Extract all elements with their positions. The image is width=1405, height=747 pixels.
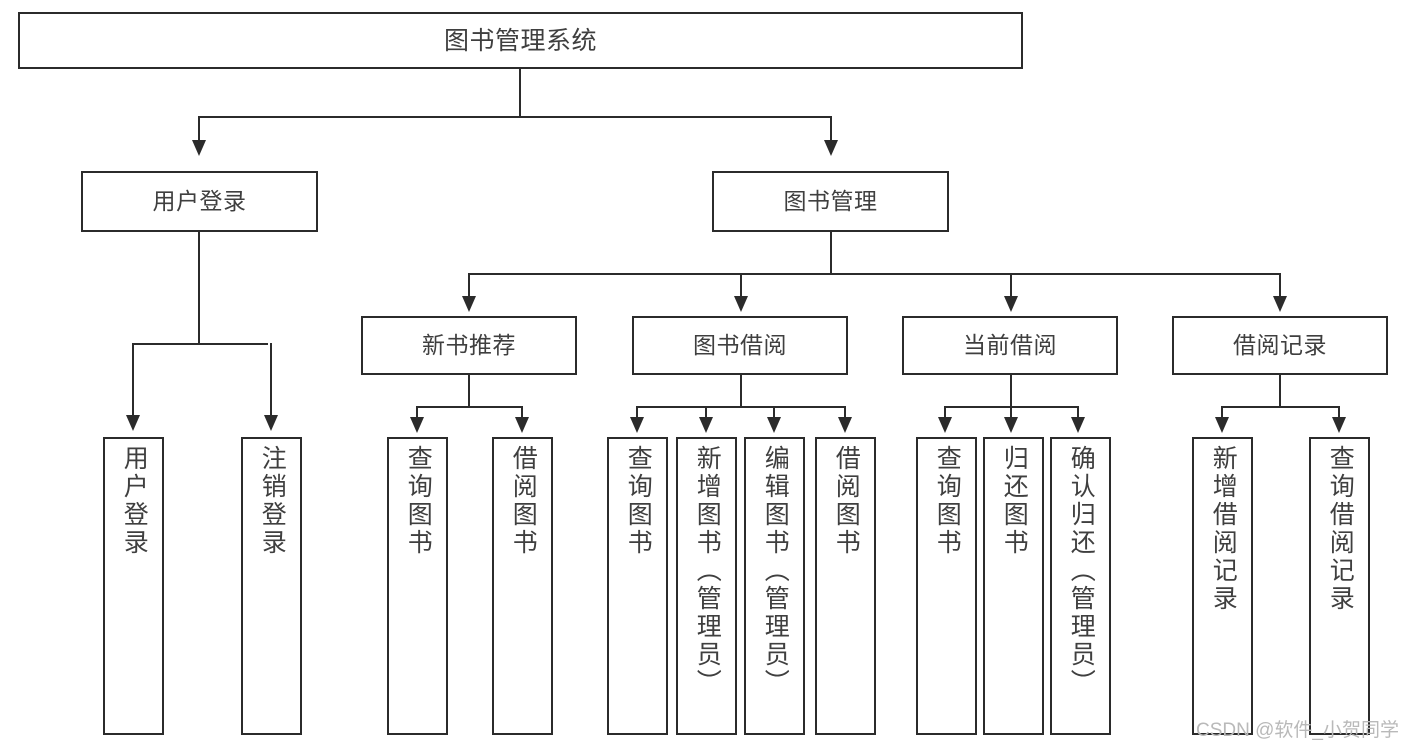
connector-level2-drop-records <box>1279 273 1281 298</box>
node-root-book-management-system[interactable]: 图书管理系统 <box>18 12 1023 69</box>
connector-user-login-drop-2 <box>270 343 272 417</box>
node-leaf-confirm-return-admin[interactable]: 确认归还（管理员） <box>1050 437 1111 735</box>
node-label: 注销登录 <box>258 445 287 557</box>
node-label: 新增借阅记录 <box>1209 445 1238 613</box>
connector-borrow-records-drop-1 <box>1221 406 1223 419</box>
node-book-management[interactable]: 图书管理 <box>712 171 949 232</box>
connector-borrow-records-bus <box>1221 406 1339 408</box>
connector-borrow-records-drop-2 <box>1338 406 1340 419</box>
connector-book-borrow-drop-4 <box>844 406 846 419</box>
arrowhead-leaf-logout <box>264 415 278 431</box>
arrowhead-leaf-add-record <box>1215 417 1229 433</box>
connector-book-management-stem <box>830 232 832 274</box>
arrowhead-leaf-edit-book <box>767 417 781 433</box>
node-book-borrow[interactable]: 图书借阅 <box>632 316 848 375</box>
node-label: 借阅记录 <box>1233 331 1327 358</box>
connector-level2-drop-new-book <box>468 273 470 298</box>
node-label: 用户登录 <box>120 445 149 557</box>
connector-user-login-drop-1 <box>132 343 134 417</box>
connector-borrow-records-stem <box>1279 375 1281 407</box>
node-leaf-query-book-current[interactable]: 查询图书 <box>916 437 977 735</box>
node-leaf-borrow-book[interactable]: 借阅图书 <box>815 437 876 735</box>
connector-new-book-drop-2 <box>521 406 523 419</box>
arrowhead-leaf-borrow-book-1 <box>515 417 529 433</box>
connector-user-login-stem <box>198 232 200 344</box>
connector-new-book-bus <box>416 406 522 408</box>
node-user-login[interactable]: 用户登录 <box>81 171 318 232</box>
node-label: 查询图书 <box>933 445 962 557</box>
arrowhead-current-borrow <box>1004 296 1018 312</box>
connector-book-borrow-bus <box>636 406 846 408</box>
connector-current-borrow-drop-1 <box>944 406 946 419</box>
arrowhead-leaf-query-book-2 <box>630 417 644 433</box>
node-label: 当前借阅 <box>963 331 1057 358</box>
node-label: 查询图书 <box>624 445 653 557</box>
node-label: 确认归还（管理员） <box>1067 445 1096 697</box>
node-label: 用户登录 <box>152 187 247 214</box>
node-label: 图书借阅 <box>693 331 787 358</box>
node-borrow-records[interactable]: 借阅记录 <box>1172 316 1388 375</box>
arrowhead-book-borrow <box>734 296 748 312</box>
arrowhead-leaf-user-login <box>126 415 140 431</box>
node-leaf-add-book-admin[interactable]: 新增图书（管理员） <box>676 437 737 735</box>
connector-level2-drop-borrow <box>740 273 742 298</box>
connector-current-borrow-drop-2 <box>1010 406 1012 419</box>
node-leaf-borrow-book-recommend[interactable]: 借阅图书 <box>492 437 553 735</box>
arrowhead-borrow-records <box>1273 296 1287 312</box>
arrowhead-book-management <box>824 140 838 156</box>
node-label: 查询借阅记录 <box>1326 445 1355 613</box>
connector-current-borrow-drop-3 <box>1077 406 1079 419</box>
node-label: 图书管理 <box>783 187 878 214</box>
node-label: 编辑图书（管理员） <box>761 445 790 697</box>
node-label: 归还图书 <box>1000 445 1029 557</box>
arrowhead-leaf-query-book-3 <box>938 417 952 433</box>
node-leaf-query-borrow-record[interactable]: 查询借阅记录 <box>1309 437 1370 735</box>
connector-current-borrow-stem <box>1010 375 1012 407</box>
node-label: 新书推荐 <box>422 331 516 358</box>
connector-book-borrow-drop-2 <box>705 406 707 419</box>
arrowhead-new-book-recommend <box>462 296 476 312</box>
connector-level1-drop-user-login <box>198 116 200 142</box>
csdn-watermark: CSDN @软件_小贺同学 <box>1196 720 1399 741</box>
connector-new-book-drop-1 <box>416 406 418 419</box>
connector-level2-bus <box>468 273 1280 275</box>
arrowhead-leaf-confirm-return <box>1071 417 1085 433</box>
node-leaf-query-book-borrow[interactable]: 查询图书 <box>607 437 668 735</box>
node-label: 查询图书 <box>404 445 433 557</box>
node-label: 新增图书（管理员） <box>693 445 722 697</box>
node-leaf-add-borrow-record[interactable]: 新增借阅记录 <box>1192 437 1253 735</box>
node-label: 图书管理系统 <box>443 26 597 55</box>
connector-book-borrow-drop-3 <box>773 406 775 419</box>
arrowhead-leaf-query-record <box>1332 417 1346 433</box>
connector-root-stem <box>519 69 521 117</box>
node-current-borrow[interactable]: 当前借阅 <box>902 316 1118 375</box>
arrowhead-leaf-borrow-book-2 <box>838 417 852 433</box>
arrowhead-user-login <box>192 140 206 156</box>
connector-level1-bus <box>198 116 832 118</box>
node-new-book-recommend[interactable]: 新书推荐 <box>361 316 577 375</box>
node-leaf-return-book[interactable]: 归还图书 <box>983 437 1044 735</box>
node-label: 借阅图书 <box>832 445 861 557</box>
connector-level2-drop-current <box>1010 273 1012 298</box>
node-label: 借阅图书 <box>509 445 538 557</box>
node-leaf-edit-book-admin[interactable]: 编辑图书（管理员） <box>744 437 805 735</box>
node-leaf-logout[interactable]: 注销登录 <box>241 437 302 735</box>
connector-book-borrow-drop-1 <box>636 406 638 419</box>
arrowhead-leaf-add-book <box>699 417 713 433</box>
connector-level1-drop-book-management <box>830 116 832 142</box>
node-leaf-query-book-recommend[interactable]: 查询图书 <box>387 437 448 735</box>
connector-book-borrow-stem <box>740 375 742 407</box>
node-leaf-user-login[interactable]: 用户登录 <box>103 437 164 735</box>
arrowhead-leaf-return-book <box>1004 417 1018 433</box>
connector-new-book-stem <box>468 375 470 407</box>
arrowhead-leaf-query-book-1 <box>410 417 424 433</box>
connector-user-login-bus <box>132 343 268 345</box>
